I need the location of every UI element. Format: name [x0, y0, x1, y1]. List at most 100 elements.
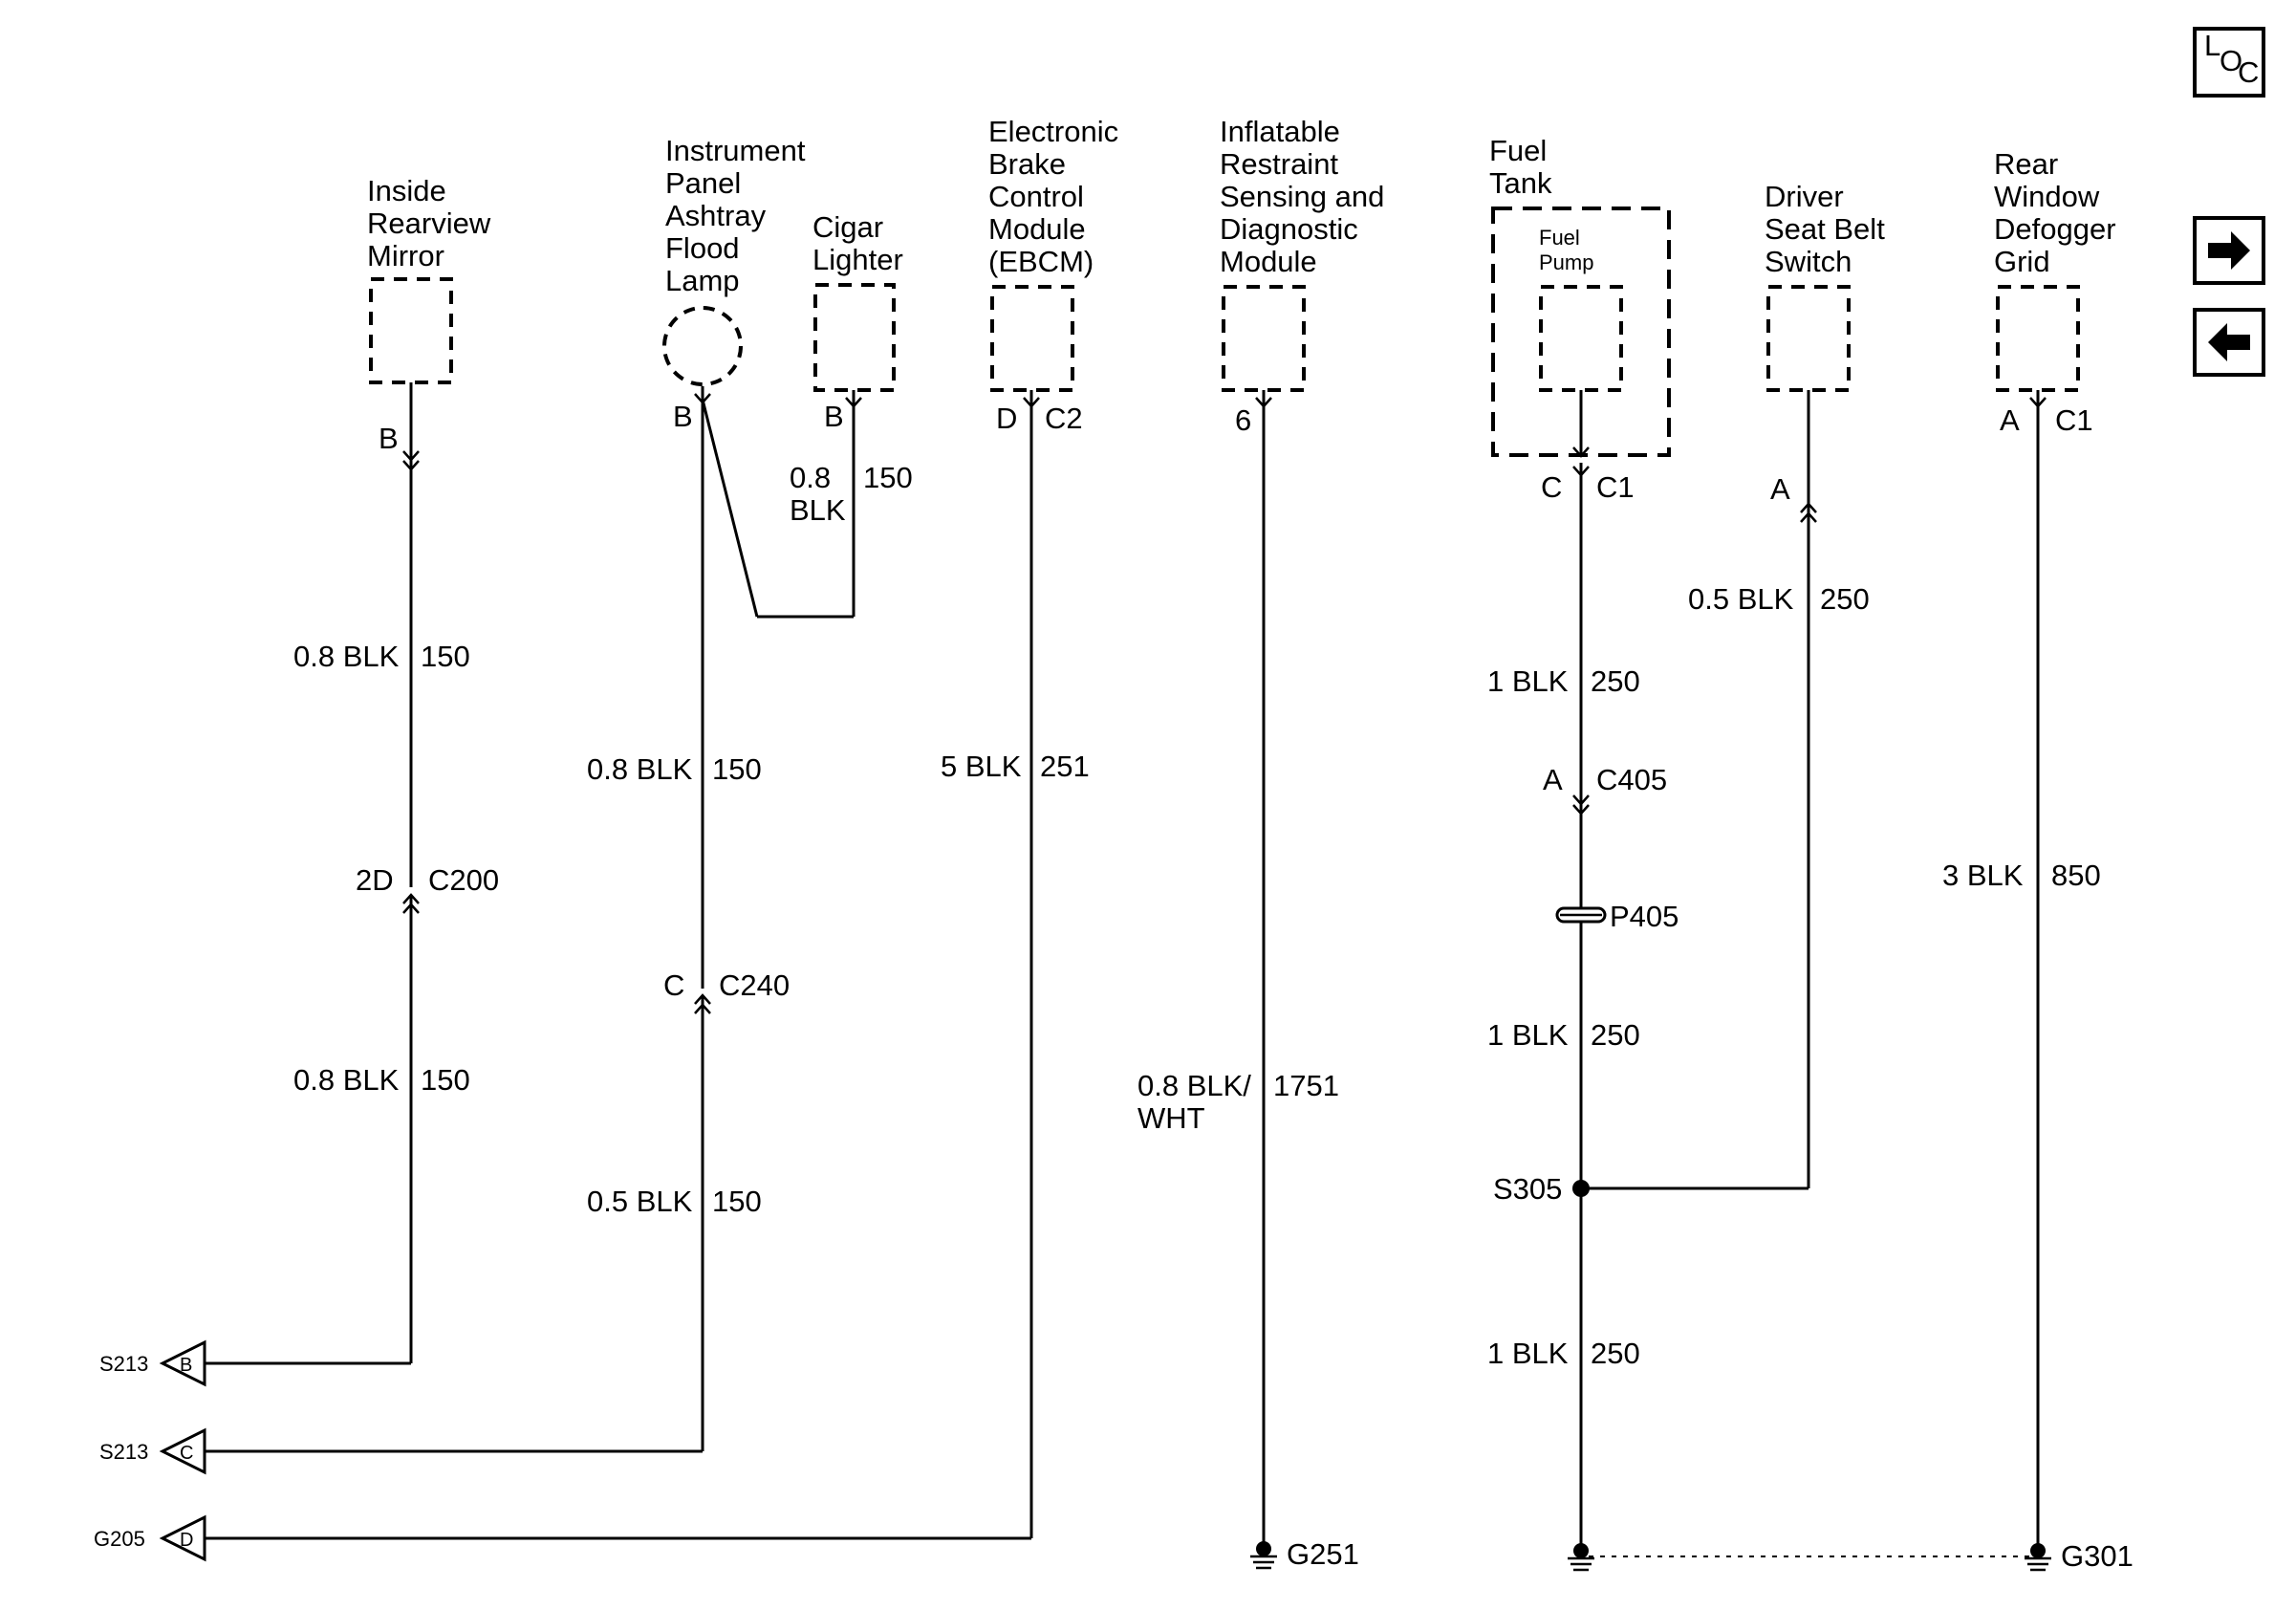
seatbelt-switch-component: Driver Seat Belt Switch A [1765, 180, 1893, 1188]
airbag-module-component: Inflatable Restraint Sensing and Diagnos… [1220, 115, 1393, 1570]
c200-label: C200 [428, 863, 499, 897]
offpage-arrow-icon [159, 1427, 206, 1475]
ebcm-component: Electronic Brake Control Module (EBCM) D… [206, 115, 1127, 1540]
c405-label: C405 [1596, 763, 1667, 796]
seatbelt-wire-circuit: 250 [1820, 582, 1870, 616]
next-page-button[interactable] [2193, 216, 2265, 285]
right-arrow-icon [2208, 231, 2250, 270]
pump-lower-wire-size: 1 BLK [1487, 1337, 1569, 1370]
fuel-pump-box [1539, 285, 1623, 392]
flood-lamp-bulb-icon [662, 306, 743, 386]
defogger-pin-a: A [2000, 403, 2020, 437]
airbag-wire-size-line2: WHT [1137, 1101, 1205, 1135]
mirror-title: Inside Rearview Mirror [367, 174, 499, 272]
mirror-lower-wire-size: 0.8 BLK [293, 1063, 400, 1097]
defogger-component: Rear Window Defogger Grid A C1 [1994, 147, 2124, 1572]
c405-pin: A [1543, 763, 1563, 796]
defogger-wire-circuit: 850 [2051, 859, 2101, 892]
offpage-arrow-icon [159, 1339, 206, 1387]
offpage-letter: D [180, 1530, 193, 1551]
g301-label: G301 [2061, 1539, 2134, 1573]
pump-mid-wire-circuit: 250 [1591, 1018, 1640, 1052]
seatbelt-switch-title: Driver Seat Belt Switch [1765, 180, 1893, 278]
fuel-ground-icon [1568, 1556, 1594, 1572]
cigar-wire-size-line2: BLK [790, 493, 846, 527]
ebcm-wire-size: 5 BLK [941, 750, 1022, 783]
flood-lamp-component: Instrument Panel Ashtray Flood Lamp B [206, 134, 854, 1453]
pump-mid-wire-size: 1 BLK [1487, 1018, 1569, 1052]
mirror-upper-wire-size: 0.8 BLK [293, 640, 400, 673]
location-button[interactable]: L O C [2193, 27, 2265, 98]
c405-connector-icon [1572, 794, 1590, 816]
offpage-label: G205 [94, 1527, 145, 1551]
pump-upper-wire-size: 1 BLK [1487, 664, 1569, 698]
offpage-letter: B [180, 1355, 192, 1376]
fuel-pump-title: Fuel Pump [1539, 226, 1593, 274]
ebcm-title: Electronic Brake Control Module (EBCM) [988, 115, 1127, 278]
flood-lamp-title: Instrument Panel Ashtray Flood Lamp [665, 134, 813, 297]
defogger-connector-label: C1 [2055, 403, 2093, 437]
fuel-pump-connector-top-icon [1572, 446, 1590, 458]
fuel-tank-title: Fuel Tank [1489, 134, 1555, 200]
lamp-lower-wire-circuit: 150 [712, 1185, 762, 1218]
cigar-lighter-component: Cigar Lighter B [812, 210, 903, 617]
defogger-box [1996, 285, 2080, 392]
fuel-pump-pin-c: C [1541, 470, 1562, 504]
offpage-arrow-icon [159, 1514, 206, 1562]
g251-label: G251 [1287, 1537, 1359, 1571]
seatbelt-wire-size: 0.5 BLK [1688, 582, 1794, 616]
lamp-lower-wire-size: 0.5 BLK [587, 1185, 693, 1218]
airbag-module-pin-6: 6 [1235, 403, 1251, 437]
ebcm-connector-label: C2 [1045, 402, 1083, 435]
airbag-wire-size-line1: 0.8 BLK/ [1137, 1069, 1251, 1102]
seatbelt-switch-box [1766, 285, 1851, 392]
airbag-module-title: Inflatable Restraint Sensing and Diagnos… [1220, 115, 1393, 278]
left-arrow-icon [2208, 323, 2250, 361]
airbag-wire-circuit: 1751 [1273, 1069, 1339, 1102]
fuel-tank-component: Fuel Tank Fuel Pump C C1 A C405 P405 S30… [1489, 134, 1809, 1572]
ebcm-pin-d: D [996, 402, 1017, 435]
g251-ground-dot [1256, 1541, 1271, 1556]
offpage-ref-s213-b[interactable]: B S213 [99, 1339, 206, 1387]
c240-label: C240 [719, 968, 790, 1002]
mirror-upper-wire-circuit: 150 [421, 640, 470, 673]
s305-label: S305 [1493, 1172, 1562, 1206]
fuel-pump-connector-label: C1 [1596, 470, 1635, 504]
cigar-lighter-box [813, 283, 896, 392]
pump-upper-wire-circuit: 250 [1591, 664, 1640, 698]
seatbelt-connector-icon [1800, 502, 1817, 523]
cigar-wire-size-line1: 0.8 [790, 461, 831, 494]
mirror-component: Inside Rearview Mirror B [206, 174, 499, 1365]
flood-lamp-pin-b: B [673, 400, 693, 433]
lamp-upper-wire-circuit: 150 [712, 752, 762, 786]
defogger-wire-size: 3 BLK [1942, 859, 2024, 892]
g301-ground-dot-left [1573, 1543, 1589, 1558]
mirror-box [369, 277, 453, 384]
mirror-pin-b: B [379, 422, 399, 455]
ebcm-box [990, 285, 1074, 392]
defogger-title: Rear Window Defogger Grid [1994, 147, 2124, 278]
cigar-lighter-pin-b: B [824, 400, 844, 433]
offpage-label: S213 [99, 1352, 148, 1376]
g301-ground-icon [2025, 1556, 2051, 1572]
lamp-upper-wire-size: 0.8 BLK [587, 752, 693, 786]
cigar-lighter-title: Cigar Lighter [812, 210, 903, 276]
c240-pin: C [663, 968, 684, 1002]
mirror-lower-wire-circuit: 150 [421, 1063, 470, 1097]
seatbelt-pin-a: A [1770, 472, 1790, 506]
loc-letter-c: C [2238, 55, 2259, 89]
c200-pin: 2D [356, 863, 394, 897]
offpage-label: S213 [99, 1440, 148, 1464]
cigar-wire-circuit: 150 [863, 461, 913, 494]
ebcm-wire-circuit: 251 [1040, 750, 1090, 783]
g251-ground-icon [1250, 1555, 1277, 1570]
g301-ground-dot [2030, 1543, 2046, 1558]
prev-page-button[interactable] [2193, 308, 2265, 377]
airbag-module-box [1222, 285, 1306, 392]
offpage-ref-g205-d[interactable]: D G205 [94, 1514, 206, 1562]
p405-label: P405 [1610, 900, 1679, 933]
offpage-letter: C [180, 1443, 193, 1464]
offpage-ref-s213-c[interactable]: C S213 [99, 1427, 206, 1475]
loc-letter-l: L [2204, 29, 2220, 62]
